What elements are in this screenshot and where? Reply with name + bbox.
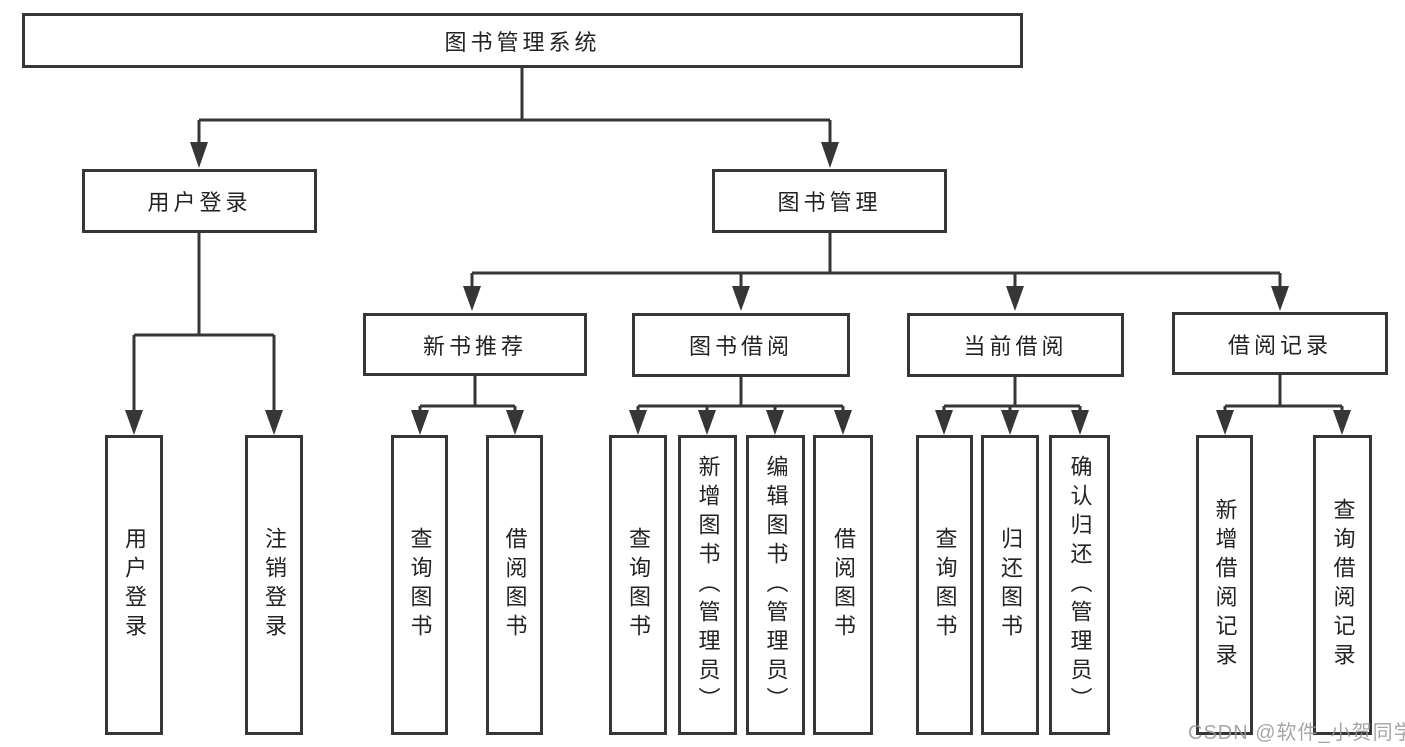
leaf-records-add-borrow-record: 新增借阅记录 [1196, 435, 1253, 735]
node-new-book-recommend: 新书推荐 [363, 313, 587, 376]
node-book-borrow: 图书借阅 [632, 313, 850, 377]
leaf-borrow-borrow-books: 借阅图书 [813, 435, 873, 735]
leaf-recommend-query-books: 查询图书 [391, 435, 448, 735]
leaf-borrow-add-books-admin: 新增图书（管理员） [678, 435, 737, 735]
node-current-borrow: 当前借阅 [907, 313, 1124, 377]
leaf-recommend-borrow-books: 借阅图书 [486, 435, 543, 735]
leaf-current-confirm-return-admin: 确认归还（管理员） [1049, 435, 1110, 735]
node-borrow-records: 借阅记录 [1172, 312, 1388, 375]
leaf-logout-login: 注销登录 [245, 435, 303, 735]
csdn-watermark: CSDN @软件_小贺同学 [1188, 722, 1405, 744]
leaf-current-query-books: 查询图书 [916, 435, 973, 735]
leaf-user-login: 用户登录 [105, 435, 163, 735]
node-user-login: 用户登录 [82, 169, 317, 233]
node-book-management: 图书管理 [712, 169, 947, 233]
leaf-current-return-books: 归还图书 [981, 435, 1039, 735]
leaf-records-query-borrow-record: 查询借阅记录 [1313, 435, 1372, 735]
leaf-borrow-edit-books-admin: 编辑图书（管理员） [746, 435, 805, 735]
node-library-management-system: 图书管理系统 [22, 13, 1023, 68]
leaf-borrow-query-books: 查询图书 [609, 435, 667, 735]
